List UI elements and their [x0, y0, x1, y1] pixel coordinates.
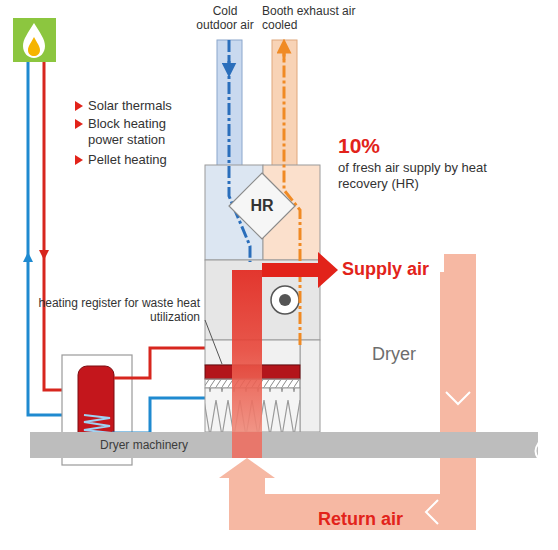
machinery-band: Dryer machinery [30, 432, 538, 458]
fan-hub [279, 294, 291, 306]
bullet-triangle [75, 119, 83, 129]
heat-source-item: Block heating power station [88, 116, 188, 147]
hot-air-column-lower [232, 432, 262, 458]
hr-note: of fresh air supply by heat recovery (HR… [338, 160, 488, 191]
bullet-triangle [75, 101, 83, 111]
heat-exchanger-coil [84, 415, 112, 433]
exhaust-air-arrow [283, 46, 286, 60]
leader-line [205, 320, 222, 364]
flow-chevron [426, 500, 438, 524]
band-break [536, 430, 541, 458]
fresh-air-arrow [228, 58, 231, 70]
air-label: Cold outdoor air [192, 4, 258, 33]
housing-side [300, 340, 320, 432]
register-callout: heating register for waste heat utilizat… [36, 296, 200, 325]
flow-chevron [446, 392, 470, 404]
fresh-air-flow [229, 40, 250, 262]
fan [271, 286, 299, 314]
heat-source-icon [13, 18, 56, 62]
register-supply-pipe [114, 348, 214, 378]
dryer-label: Dryer [372, 344, 442, 366]
flame-outer [23, 23, 45, 58]
heat-source-item: Solar thermals [88, 98, 228, 114]
hot-air-column [232, 270, 262, 432]
pipe-arrow [39, 250, 49, 260]
flow-label: Supply air [342, 259, 442, 281]
air-label: Booth exhaust air cooled [262, 4, 366, 33]
node-text: Dryer machinery [100, 438, 188, 452]
return-air-arrowhead [219, 458, 275, 478]
heat-recovery-diamond: HR [228, 172, 296, 240]
node-text: HR [250, 196, 273, 215]
flow-label: Return air [318, 509, 428, 531]
supply-air-arrow [262, 252, 338, 288]
percentage-value: 10% [338, 133, 418, 158]
hot-water-pipe [44, 62, 80, 390]
flame-inner [28, 37, 40, 56]
pipe-arrow [23, 252, 33, 262]
bullet-triangle [75, 155, 83, 165]
diamond-shape [229, 173, 295, 239]
exhaust-air-flow [284, 48, 300, 345]
heat-source-item: Pellet heating [88, 152, 228, 168]
